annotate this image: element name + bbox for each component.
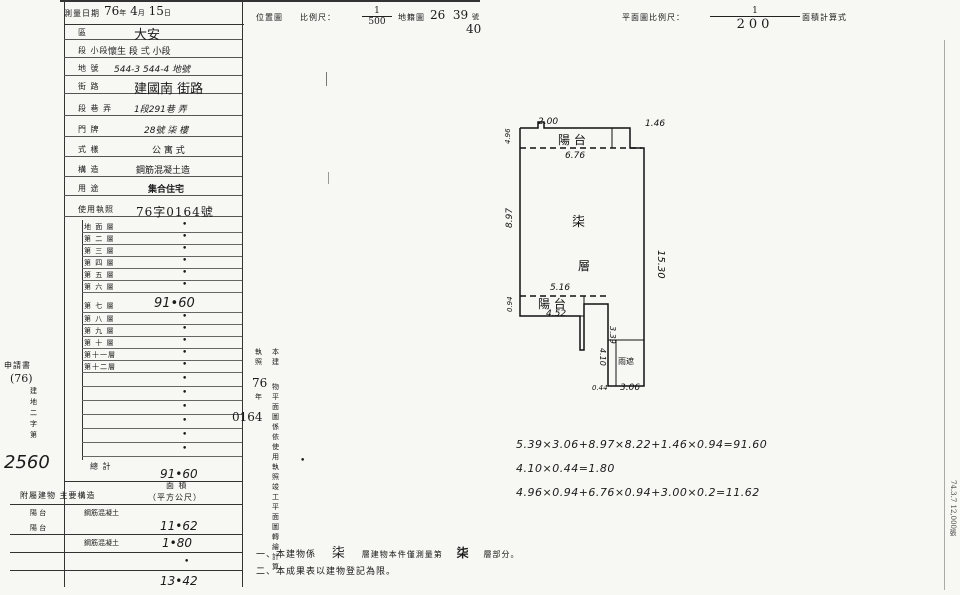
plan-scale-label: 平面圖比例尺： <box>622 13 685 22</box>
calc-line-1: 5.39×3.06+8.97×8.22+1.46×0.94=91.60 <box>516 438 768 451</box>
area-label: 面 積 <box>166 481 188 490</box>
note-1: 一、本建物係 柒 層建物本件僅測量第 柒 層部分。 <box>256 546 520 561</box>
attach-row-struct: 鋼筋混凝土 <box>84 509 119 517</box>
room-label-1: 柒 <box>572 215 585 230</box>
canopy-edge <box>608 339 644 386</box>
total-value: 91•60 <box>160 467 198 481</box>
dim-410: 4.10 <box>598 348 607 366</box>
license-col-1: 執照 <box>255 348 262 366</box>
floor-row: 第 三 層• <box>82 244 242 257</box>
canopy-label: 雨遮 <box>618 356 634 366</box>
dot-mark: • <box>300 456 306 466</box>
info-row-style: 式 樣公 寓 式 <box>64 142 242 157</box>
cadastral-map-label: 地籍圖 <box>398 13 425 22</box>
floor-row: 第十二層• <box>82 360 242 373</box>
attach-row-value: 1•80 <box>162 536 192 550</box>
info-row-street: 街 路建國南 街路 <box>64 79 242 97</box>
attach-row-struct: 鋼筋混凝土 <box>84 539 119 547</box>
room-label-2: 層 <box>578 259 590 273</box>
note-2: 二、本成果表以建物登記為限。 <box>256 567 397 577</box>
attach-total-value: 13•42 <box>160 574 198 588</box>
plan-scale: 1 200 <box>710 6 800 32</box>
floor-row: 第 四 層• <box>82 256 242 269</box>
dim-left-top: 4.96 <box>504 128 512 144</box>
floor-row: 地 面 層• <box>82 220 242 233</box>
info-row-structure: 構 造鋼筋混凝土造 <box>64 162 242 177</box>
dim-452: 4.52 <box>546 309 566 319</box>
date-label: 測量日期 <box>64 9 100 18</box>
location-map-label: 位置圖 <box>256 13 283 22</box>
location-scale-label: 比例尺： <box>300 13 336 22</box>
area-calc-label: 面積計算式 <box>802 13 847 22</box>
dim-094: 0.94 <box>506 296 514 312</box>
print-edge-text: 74.3.7 12,000張 <box>949 480 957 536</box>
dim-516: 5.16 <box>550 283 570 293</box>
floor-row: 第 九 層• <box>82 324 242 337</box>
lower-balcony-edge <box>520 296 585 317</box>
balcony-bottom-label: 陽 台 <box>538 296 566 311</box>
dim-top-left: 2.00 <box>538 117 558 127</box>
floor-row: 第 八 層• <box>82 312 242 325</box>
dim-top-right: 1.46 <box>645 119 665 129</box>
apply-label: 申請書 <box>4 361 31 370</box>
floor-row: 第十一層• <box>82 348 242 361</box>
floor-row-blank: • <box>82 430 242 443</box>
attach-label: 附屬建物 主要構造 <box>20 491 96 500</box>
floor-plan-drawing: 2.00 1.46 4.96 6.76 8.97 15.30 5.16 0.94… <box>504 117 666 393</box>
floor-row-blank: • <box>82 402 242 415</box>
balcony-top-label: 陽 台 <box>558 132 586 147</box>
cadastral-map-number: 26 39 號 <box>430 8 480 22</box>
dim-339: 3.39 <box>608 326 617 344</box>
attach-row-label: 陽 台 <box>30 524 47 532</box>
apply-side-chars: 建地二字第 <box>30 387 37 439</box>
license-number: 0164 <box>232 410 263 424</box>
area-unit: （平方公尺） <box>148 493 202 502</box>
floor-row-blank: • <box>82 374 242 387</box>
dim-1530: 15.30 <box>655 250 666 279</box>
apply-year: (76) <box>10 372 33 385</box>
floor-row-blank: • <box>82 416 242 429</box>
cadastral-map-number-2: 40 <box>466 22 482 36</box>
floor-row: 第 五 層• <box>82 268 242 281</box>
attach-row-value: • <box>184 557 190 567</box>
floor-row: 第 二 層• <box>82 232 242 245</box>
floor-row: 第 十 層• <box>82 336 242 349</box>
total-label: 總 計 <box>90 462 112 471</box>
dim-044: 0.44 <box>592 384 608 392</box>
license-col-2: 本建 <box>272 348 279 366</box>
attach-row-label: 陽 台 <box>30 509 47 517</box>
location-scale: 1 500 <box>362 6 392 27</box>
dim-676: 6.76 <box>565 151 585 161</box>
floor-row-blank: • <box>82 388 242 401</box>
info-row-district: 區大安 <box>64 25 242 43</box>
apply-number: 2560 <box>4 452 50 473</box>
license-col-text: 物平面圖係依使用執照竣工平面圖轉繪計算 <box>272 383 279 571</box>
info-row-usage: 用 途集合住宅 <box>64 181 242 196</box>
dim-897: 8.97 <box>505 208 515 228</box>
info-row-section: 段 小段懷生 段 弍 小段 <box>64 43 242 58</box>
license-year: 76 <box>252 376 268 390</box>
plan-outline <box>519 121 645 387</box>
attach-row-value: 11•62 <box>160 519 198 533</box>
calc-line-2: 4.10×0.44=1.80 <box>516 462 615 475</box>
floor-row-blank: • <box>82 444 242 457</box>
survey-date: 76年 4月 15日 <box>104 4 171 18</box>
calc-line-3: 4.96×0.94+6.76×0.94+3.00×0.2=11.62 <box>516 486 760 499</box>
floor-row: 第 六 層• <box>82 280 242 293</box>
license-year-unit: 年 <box>255 393 262 401</box>
dim-306: 3.06 <box>620 383 640 393</box>
